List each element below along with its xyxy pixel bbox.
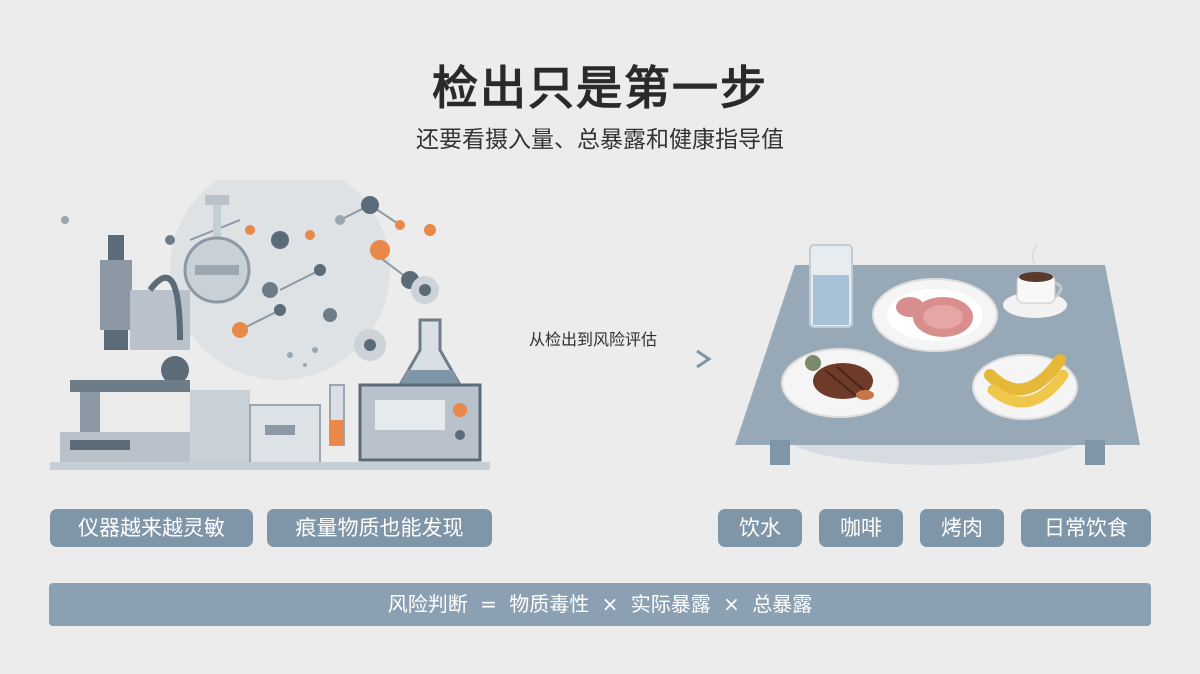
molecule-icon (61, 196, 439, 367)
tag-water: 饮水 (718, 509, 802, 547)
flask-icon (397, 318, 463, 387)
coffee-cup-icon (1003, 244, 1067, 318)
microscope-icon (60, 235, 200, 462)
tag-daily-diet: 日常饮食 (1021, 509, 1151, 547)
transition-arrow: 从检出到风险评估 (515, 326, 720, 376)
page-subtitle: 还要看摄入量、总暴露和健康指导值 (416, 127, 784, 153)
risk-formula-bar: 风险判断 = 物质毒性 × 实际暴露 × 总暴露 (49, 583, 1151, 626)
lab-instrument-icon (50, 383, 490, 470)
arrow-label: 从检出到风险评估 (529, 330, 658, 349)
tag-instrument-sensitive: 仪器越来越灵敏 (50, 509, 253, 547)
tag-coffee: 咖啡 (819, 509, 903, 547)
lab-illustration (50, 180, 490, 470)
dining-table-illustration (735, 244, 1140, 465)
page-title: 检出只是第一步 (432, 61, 768, 115)
arrow-right-icon (517, 349, 712, 369)
ham-icon (872, 278, 998, 352)
steak-icon (781, 348, 899, 418)
water-glass-icon (809, 244, 853, 328)
tag-trace-detectable: 痕量物质也能发现 (267, 509, 492, 547)
tag-barbecue: 烤肉 (920, 509, 1004, 547)
flask-icon (183, 195, 251, 304)
banana-icon (972, 354, 1078, 420)
